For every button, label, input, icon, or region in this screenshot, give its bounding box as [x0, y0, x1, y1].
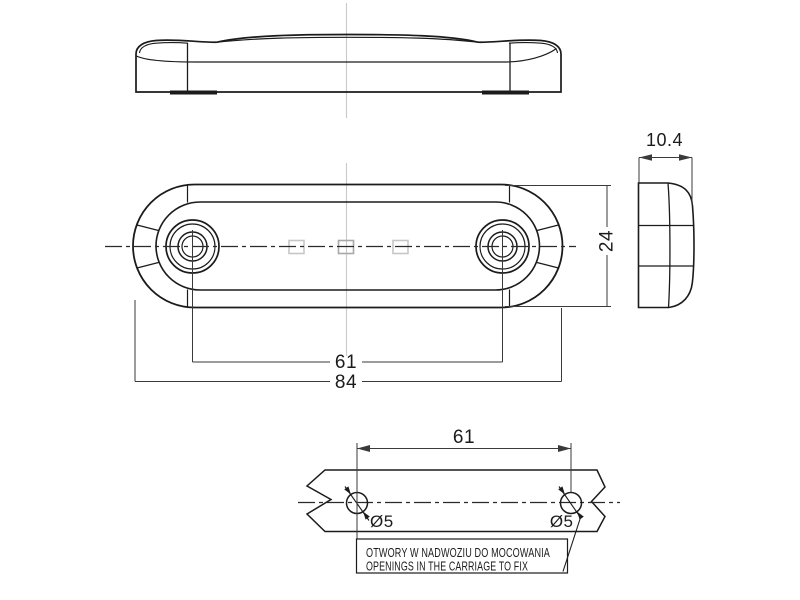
top-view-corner-inner-right [508, 42, 559, 54]
mount-hole-left-dia-label: Ø5 [370, 512, 394, 531]
dimension-height [505, 185, 611, 307]
dia-arrow-right-lower [577, 511, 584, 520]
side-view-lens-inner-edge [667, 182, 671, 308]
dia-arrow-left-upper [344, 486, 351, 495]
top-view-lens-ridge-line [216, 36, 479, 43]
dia-arrow-right-upper [558, 486, 565, 495]
dim-hole-spacing-label: 61 [335, 352, 357, 373]
note-leader-line [562, 517, 582, 572]
dim-depth-label: 10.4 [646, 130, 683, 150]
dimension-mount-spacing [356, 443, 572, 539]
mount-plate-outline [305, 469, 606, 533]
mounting-diagram [298, 469, 620, 572]
parting-tick-lower-left [136, 261, 159, 269]
front-view [105, 183, 576, 362]
mount-hole-right-dia-label: Ø5 [550, 512, 574, 531]
dimension-overall-width [134, 300, 562, 382]
arrowhead-right [679, 154, 692, 161]
note-line2: OPENINGS IN THE CARRIAGE TO FIX [366, 559, 528, 574]
parting-tick-lower-right [536, 261, 559, 269]
top-view-silhouette [135, 33, 562, 93]
parting-tick-upper-left [136, 224, 159, 232]
top-view [135, 33, 562, 95]
dia-arrow-left-lower [363, 511, 370, 520]
top-view-mid-line [136, 48, 557, 63]
side-view-lens-outline [667, 182, 695, 309]
arrowhead-left [357, 445, 370, 452]
side-view [637, 182, 695, 309]
dim-mount-spacing-label: 61 [453, 427, 475, 448]
note-line1: OTWORY W NADWOZIU DO MOCOWANIA [366, 545, 550, 560]
note-box [355, 538, 569, 574]
side-view-base-outline [637, 182, 669, 309]
dimension-depth [638, 154, 693, 205]
arrowhead-right [558, 445, 571, 452]
dim-height-label: 24 [597, 230, 618, 252]
top-view-corner-inner-left [138, 42, 189, 54]
parting-tick-upper-right [536, 224, 559, 232]
arrowhead-left [639, 154, 652, 161]
dim-overall-width-label: 84 [335, 372, 357, 393]
